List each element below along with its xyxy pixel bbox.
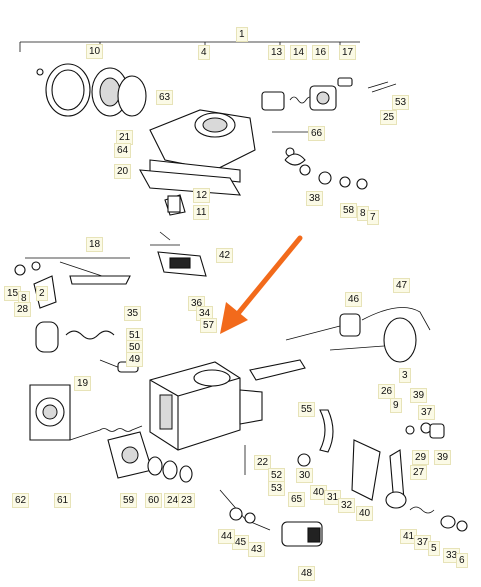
callout-63: 63 bbox=[156, 90, 174, 105]
vacuum-unit bbox=[285, 307, 431, 363]
callout-10: 10 bbox=[86, 44, 104, 59]
callout-30: 30 bbox=[296, 468, 314, 483]
callout-29: 29 bbox=[412, 450, 430, 465]
callout-44: 44 bbox=[218, 529, 236, 544]
callout-24: 24 bbox=[164, 493, 182, 508]
callout-65: 65 bbox=[288, 492, 306, 507]
callout-17: 17 bbox=[339, 45, 357, 60]
callout-49: 49 bbox=[126, 352, 144, 367]
throttle-linkage-left bbox=[14, 257, 131, 309]
callout-61: 61 bbox=[54, 493, 72, 508]
callout-25: 25 bbox=[380, 110, 398, 125]
callout-20: 20 bbox=[114, 164, 132, 179]
callout-38: 38 bbox=[306, 191, 324, 206]
callout-22: 22 bbox=[254, 455, 272, 470]
callout-34: 34 bbox=[196, 306, 214, 321]
callout-14: 14 bbox=[290, 45, 308, 60]
diaphragm-parts bbox=[107, 431, 193, 483]
callout-53: 53 bbox=[392, 95, 410, 110]
callout-57: 57 bbox=[200, 318, 218, 333]
callout-9: 9 bbox=[390, 398, 402, 413]
callout-11: 11 bbox=[193, 205, 210, 220]
callout-12: 12 bbox=[193, 188, 211, 203]
callout-32: 32 bbox=[338, 498, 356, 513]
callout-2: 2 bbox=[36, 286, 48, 301]
callout-47-top: 47 bbox=[393, 278, 411, 293]
callout-58: 58 bbox=[340, 203, 358, 218]
callout-23: 23 bbox=[178, 493, 196, 508]
top-bracket-lines bbox=[19, 38, 360, 55]
callout-19: 19 bbox=[74, 376, 92, 391]
callout-59: 59 bbox=[120, 493, 138, 508]
callout-40b: 40 bbox=[356, 506, 374, 521]
callout-18: 18 bbox=[86, 237, 104, 252]
highlight-arrow bbox=[220, 235, 303, 334]
callout-55: 55 bbox=[298, 402, 316, 417]
callout-27: 27 bbox=[410, 465, 428, 480]
callout-1: 1 bbox=[236, 27, 248, 42]
callout-53b: 53 bbox=[268, 481, 286, 496]
callout-48: 48 bbox=[298, 566, 316, 581]
callout-39b: 39 bbox=[434, 450, 452, 465]
throttle-body-left bbox=[29, 384, 143, 441]
callout-3: 3 bbox=[399, 368, 411, 383]
linkage-small-parts bbox=[272, 131, 368, 190]
callout-42: 42 bbox=[216, 248, 234, 263]
callout-28: 28 bbox=[14, 302, 32, 317]
callout-37-upper: 37 bbox=[418, 405, 436, 420]
choke-housing-parts bbox=[261, 77, 397, 111]
carburetor-top-cover bbox=[149, 109, 256, 183]
callout-16: 16 bbox=[312, 45, 330, 60]
callout-52: 52 bbox=[268, 468, 286, 483]
callout-39: 39 bbox=[410, 388, 428, 403]
callout-66: 66 bbox=[308, 126, 326, 141]
callout-46: 46 bbox=[345, 292, 363, 307]
callout-26: 26 bbox=[378, 384, 396, 399]
callout-13: 13 bbox=[268, 45, 286, 60]
gasket-plate bbox=[139, 169, 242, 216]
gasket-ring-group bbox=[36, 63, 147, 117]
callout-35: 35 bbox=[124, 306, 142, 321]
callout-31: 31 bbox=[324, 490, 342, 505]
coil-spring bbox=[35, 321, 139, 373]
callout-5: 5 bbox=[428, 541, 440, 556]
callout-60: 60 bbox=[145, 493, 163, 508]
callout-64: 64 bbox=[114, 143, 132, 158]
callout-43: 43 bbox=[248, 542, 266, 557]
callout-6: 6 bbox=[456, 553, 468, 568]
callout-7: 7 bbox=[367, 210, 379, 225]
callout-62: 62 bbox=[12, 493, 30, 508]
callout-4: 4 bbox=[198, 45, 210, 60]
carburetor-main-body bbox=[149, 361, 263, 451]
lever-assemblies-right bbox=[249, 359, 445, 505]
pump-module bbox=[150, 231, 207, 277]
